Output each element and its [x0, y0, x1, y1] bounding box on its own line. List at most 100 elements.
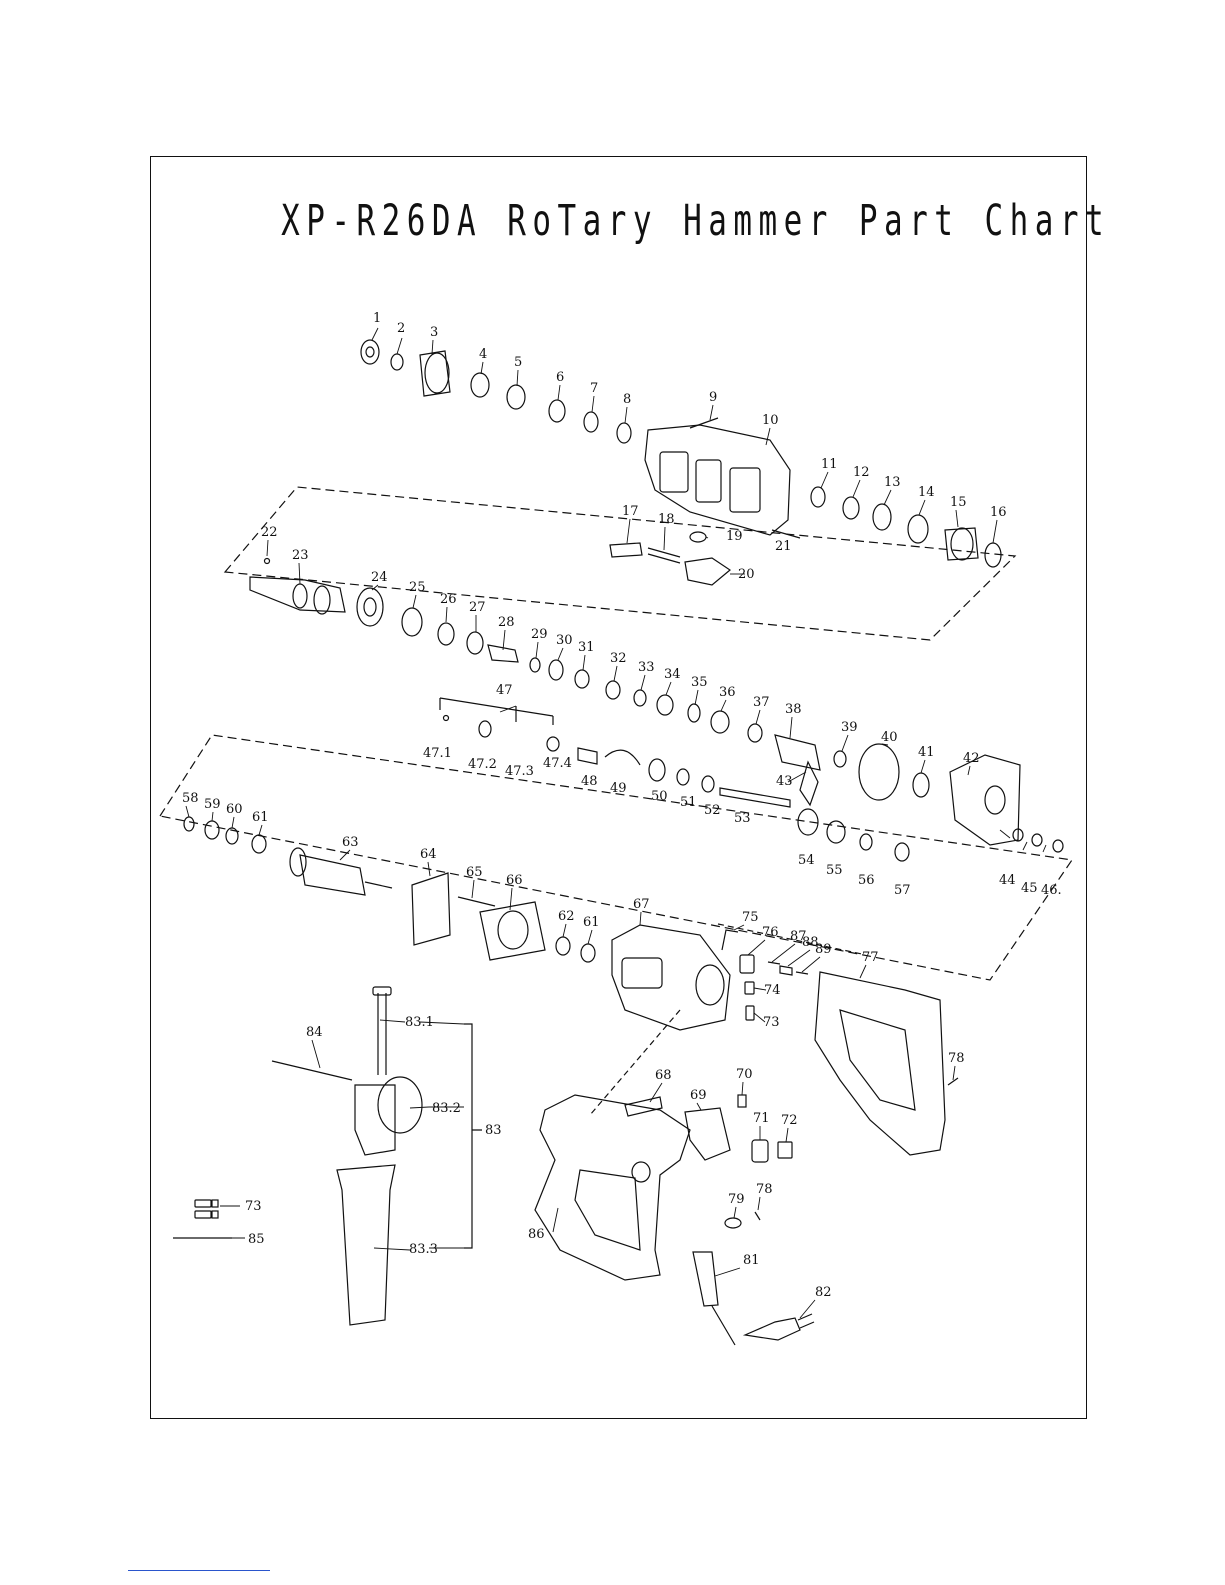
row-2-parts: [249, 557, 1064, 853]
part-label: 59: [204, 797, 221, 812]
part-label: 51: [680, 795, 697, 810]
part-label: 40: [881, 730, 898, 745]
part-label: 57: [894, 883, 911, 898]
rear-handle-half: [814, 971, 946, 1156]
stator-field: [479, 901, 546, 961]
leader-lines: [185, 327, 1047, 1319]
part-label: 21: [775, 539, 792, 554]
part-label: 48: [581, 774, 598, 789]
part-label: 27: [469, 600, 486, 615]
part-label: 33: [638, 660, 655, 675]
part-label: 88: [802, 935, 819, 950]
part-label: 73: [245, 1199, 262, 1214]
part-label: 39: [841, 720, 858, 735]
part-label: 83: [485, 1123, 502, 1138]
part-label: 9: [709, 390, 717, 405]
group-boundary-upper: [223, 486, 1017, 641]
part-label: 58: [182, 791, 199, 806]
part-label: 61: [252, 810, 269, 825]
part-label: 83.1: [405, 1015, 434, 1030]
part-label: 87: [790, 929, 807, 944]
part-number-labels: 1 2 3 4 5 6 7 8 9 10 11 12 13 14 15 16 1…: [182, 311, 1062, 1300]
part-label: 74: [764, 983, 781, 998]
part-label: 38: [785, 702, 802, 717]
part-label: 15: [950, 495, 967, 510]
part-label: 19: [726, 529, 743, 544]
part-label: 24: [371, 570, 388, 585]
part-label: 32: [610, 651, 627, 666]
part-label: 26: [440, 592, 457, 607]
part-label: 62: [558, 909, 575, 924]
part-label: 83.2: [432, 1101, 461, 1116]
part-label: 44: [999, 873, 1016, 888]
part-label: 79: [728, 1192, 745, 1207]
part-label: 29: [531, 627, 548, 642]
main-handle: [534, 1094, 793, 1281]
part-label: 11: [821, 457, 838, 472]
part-label: 42: [963, 751, 980, 766]
group-boundary-lower: [159, 734, 1074, 981]
part-label: 31: [578, 640, 595, 655]
part-label: 60: [226, 802, 243, 817]
gear-housing: [644, 424, 791, 536]
part-label: 13: [884, 475, 901, 490]
part-label: 54: [798, 853, 815, 868]
part-label: 47.2: [468, 757, 497, 772]
motor-housing: [611, 924, 731, 1031]
part-label: 18: [658, 512, 675, 527]
part-label: 10: [762, 413, 779, 428]
part-label: 83.3: [409, 1242, 438, 1257]
part-label: 66: [506, 873, 523, 888]
part-label: 36: [719, 685, 736, 700]
part-label: 47.4: [543, 756, 572, 771]
part-label: 47.3: [505, 764, 534, 779]
part-label: 45: [1021, 881, 1038, 896]
part-label: 78: [948, 1051, 965, 1066]
part-label: 23: [292, 548, 309, 563]
part-label: 72: [781, 1113, 798, 1128]
part-label: 50: [651, 789, 668, 804]
fan-baffle: [411, 872, 451, 946]
part-label: 47: [496, 683, 513, 698]
footer-link-underline: [128, 1570, 270, 1571]
armature: [299, 854, 366, 896]
row-4-parts: [183, 816, 731, 1031]
part-label: 28: [498, 615, 515, 630]
part-label: 14: [918, 485, 935, 500]
part-label: 63: [342, 835, 359, 850]
part-label: 34: [664, 667, 681, 682]
part-label: 37: [753, 695, 770, 710]
part-label: 69: [690, 1088, 707, 1103]
part-label: 89: [815, 942, 832, 957]
part-label: 65: [466, 865, 483, 880]
part-label: 73: [763, 1015, 780, 1030]
part-label: 61: [583, 915, 600, 930]
part-label: 68: [655, 1068, 672, 1083]
part-label: 4: [479, 347, 487, 362]
part-label: 12: [853, 465, 870, 480]
part-label: 49: [610, 781, 627, 796]
part-label: 70: [736, 1067, 753, 1082]
row-3-parts: [439, 697, 910, 862]
chart-border: [150, 156, 1087, 1419]
part-label: 76: [762, 925, 779, 940]
group-boundary-handle-link: [589, 1009, 681, 1116]
part-label: 22: [261, 525, 278, 540]
part-label: 56: [858, 873, 875, 888]
part-label: 16: [990, 505, 1007, 520]
part-label: 43: [776, 774, 793, 789]
part-label: 71: [753, 1111, 770, 1126]
part-label: 75: [742, 910, 759, 925]
part-label: 2: [397, 321, 405, 336]
part-label: 55: [826, 863, 843, 878]
group-bracket-83: [464, 1023, 482, 1249]
part-label: 5: [514, 355, 522, 370]
part-label: 8: [623, 392, 631, 407]
auxiliary-handle: [271, 986, 423, 1326]
part-label: 6: [556, 370, 564, 385]
part-label: 25: [409, 580, 426, 595]
crank-housing: [949, 754, 1021, 846]
part-label: 86: [528, 1227, 545, 1242]
part-label: 52: [704, 803, 721, 818]
